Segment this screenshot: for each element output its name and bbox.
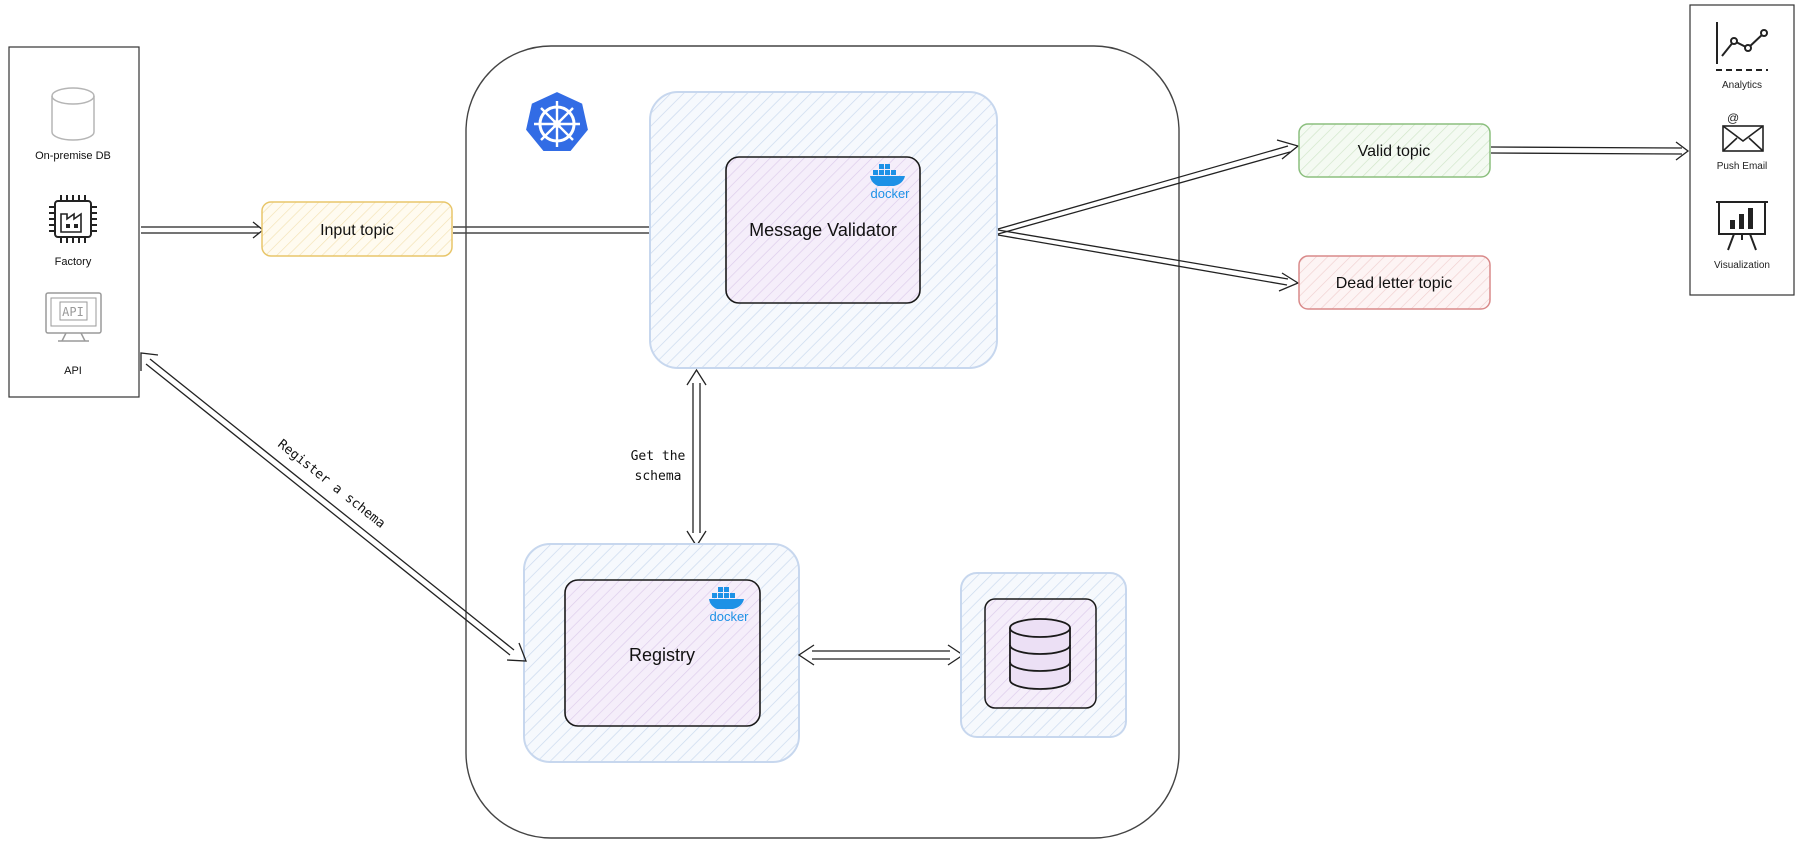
valid-topic: Valid topic (1298, 123, 1491, 178)
registry-label: Registry (629, 645, 695, 665)
kubernetes-cluster (465, 45, 1180, 839)
consumers-panel: Analytics @ Push Email Visualization (1689, 4, 1795, 296)
arrow-validator-registry (686, 368, 707, 548)
factory-chip-icon (49, 195, 97, 243)
dead-letter-topic-label: Dead letter topic (1336, 275, 1453, 292)
arrow-validator-to-dead (997, 229, 1300, 292)
database-icon (1009, 618, 1071, 690)
api-label: API (64, 365, 82, 377)
sources-panel: On-premise DB Factory API API (8, 46, 140, 398)
arrow-registry-database (797, 644, 965, 666)
arrow-register-schema (140, 352, 527, 662)
docker-text-validator: docker (870, 186, 910, 201)
email-at-symbol: @ (1727, 111, 1739, 125)
arrow-valid-to-consumers (1490, 141, 1690, 161)
input-topic-label: Input topic (320, 222, 394, 239)
arrow-validator-to-valid (997, 139, 1300, 235)
get-schema-line1: Get the (631, 449, 686, 464)
push-email-label: Push Email (1717, 161, 1768, 172)
docker-whale-icon (870, 164, 905, 186)
analytics-label: Analytics (1722, 80, 1762, 91)
visualization-board-icon (1716, 201, 1768, 251)
registry-container: docker Registry (523, 543, 800, 763)
schema-db-container (960, 572, 1127, 738)
register-schema-label: Register a schema (275, 437, 388, 532)
email-icon (1722, 125, 1764, 152)
arrow-sources-to-input (141, 221, 265, 239)
validator-container: docker Message Validator (649, 91, 998, 369)
db-label: On-premise DB (35, 150, 111, 162)
docker-whale-icon (709, 587, 744, 609)
input-topic: Input topic (261, 201, 453, 257)
validator-label: Message Validator (749, 220, 897, 240)
dead-letter-topic: Dead letter topic (1298, 255, 1491, 310)
api-icon-text: API (62, 305, 84, 319)
valid-topic-label: Valid topic (1358, 143, 1431, 160)
database-icon (51, 87, 95, 141)
docker-text-registry: docker (709, 609, 749, 624)
kubernetes-icon (523, 89, 591, 153)
get-schema-line2: schema (635, 469, 682, 484)
factory-label: Factory (55, 256, 92, 268)
analytics-icon (1716, 22, 1768, 71)
api-monitor-icon (45, 292, 102, 342)
visualization-label: Visualization (1714, 260, 1770, 271)
